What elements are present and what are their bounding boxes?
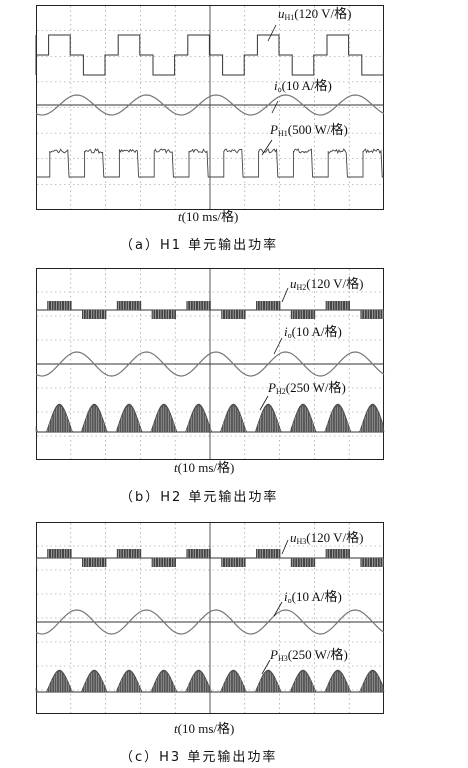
scope-a [36, 5, 384, 210]
scope-b [36, 268, 384, 473]
scope-a-svg [36, 5, 384, 210]
scope-b-svg [36, 268, 384, 460]
i-scale: (10 A/格) [292, 324, 342, 339]
t-scale: (10 ms/格) [178, 721, 235, 736]
p-label: PH1(500 W/格) [270, 122, 348, 142]
voltage-block [36, 558, 37, 567]
u-scale: (120 V/格) [306, 530, 363, 545]
u-label: uH2(120 V/格) [290, 276, 363, 296]
time-axis-label: t(10 ms/格) [174, 457, 234, 476]
p-symbol: P [268, 380, 276, 395]
voltage-block [36, 310, 37, 319]
p-scale: (500 W/格) [288, 122, 348, 137]
p-scale: (250 W/格) [288, 647, 348, 662]
p-symbol: P [270, 122, 278, 137]
scope-c-svg [36, 522, 384, 714]
p-scale: (250 W/格) [286, 380, 346, 395]
u-subscript: H3 [297, 537, 307, 546]
i-label: io(10 A/格) [274, 78, 332, 98]
t-scale: (10 ms/格) [182, 209, 239, 224]
time-axis-label: t(10 ms/格) [178, 206, 238, 225]
u-subscript: H2 [297, 283, 307, 292]
p-symbol: P [270, 647, 278, 662]
panel-caption: （c）H3 单元输出功率 [120, 746, 277, 765]
p-label: PH2(250 W/格) [268, 380, 346, 400]
u-subscript: H1 [285, 13, 295, 22]
p-label: PH3(250 W/格) [270, 647, 348, 667]
u-scale: (120 V/格) [306, 276, 363, 291]
t-scale: (10 ms/格) [178, 460, 235, 475]
u-label: uH1(120 V/格) [278, 6, 351, 26]
i-scale: (10 A/格) [282, 78, 332, 93]
p-subscript: H1 [278, 129, 288, 138]
scope-c [36, 522, 384, 727]
i-label: io(10 A/格) [284, 324, 342, 344]
p-subscript: H2 [276, 387, 286, 396]
u-scale: (120 V/格) [294, 6, 351, 21]
i-scale: (10 A/格) [292, 589, 342, 604]
u-label: uH3(120 V/格) [290, 530, 363, 550]
panel-caption: （b）H2 单元输出功率 [120, 486, 278, 505]
panel-caption: （a）H1 单元输出功率 [120, 234, 278, 253]
i-label: io(10 A/格) [284, 589, 342, 609]
time-axis-label: t(10 ms/格) [174, 718, 234, 737]
p-subscript: H3 [278, 654, 288, 663]
